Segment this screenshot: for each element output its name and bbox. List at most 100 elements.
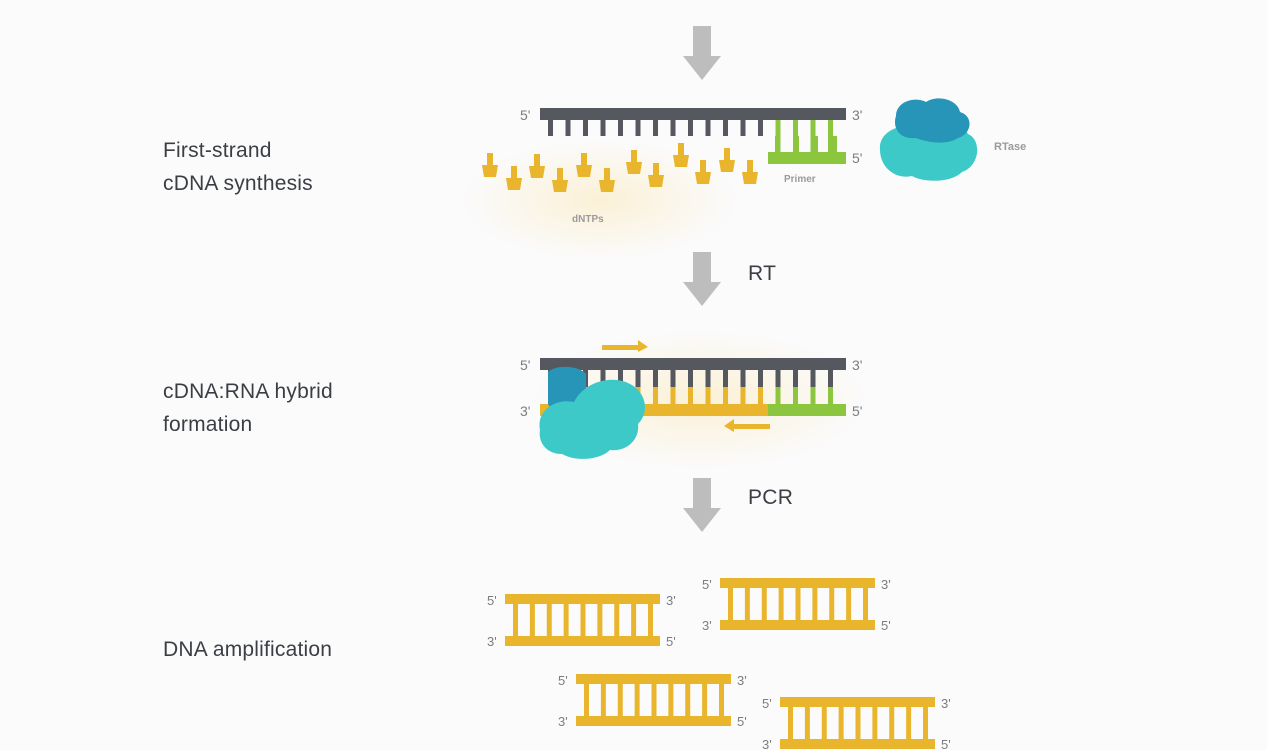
dntp: [719, 148, 735, 172]
base-tooth: [758, 120, 763, 136]
dntp: [695, 160, 711, 184]
rna-tooth: [775, 370, 781, 387]
dna-ladder: 5' 3' 3' 5': [762, 696, 951, 750]
cdna-tooth: [653, 387, 658, 404]
cdna-tooth: [775, 387, 781, 404]
forward-primer-arrow: [602, 340, 648, 352]
rna-tooth: [740, 370, 746, 387]
strand-end-label: 5': [487, 593, 497, 608]
base-tooth: [548, 120, 553, 136]
dntps-label: dNTPs: [572, 214, 604, 225]
dntp: [648, 163, 664, 187]
strand-end-label: 5': [762, 696, 772, 711]
base-tooth: [618, 120, 623, 136]
base-tooth: [670, 120, 676, 136]
step-label-line: DNA amplification: [163, 638, 333, 661]
rt-arrow: [683, 252, 721, 306]
strand-end-label: 3': [762, 737, 772, 750]
base-tooth: [828, 120, 833, 152]
dna-amplicons: 5'3'3'5'5'3'3'5'5'3'3'5'5'3'3'5': [487, 577, 951, 750]
strand-end-label: 3': [558, 714, 568, 729]
dntp: [506, 166, 522, 190]
strand-end-label: 3': [666, 593, 676, 608]
rna-tooth: [670, 370, 676, 387]
dntp: [529, 154, 545, 178]
hybrid-rna-strand: [540, 358, 846, 370]
rna-tooth: [723, 370, 728, 387]
cdna-tooth: [723, 387, 728, 404]
cdna-tooth: [758, 387, 763, 404]
dntp: [742, 160, 758, 184]
base-tooth: [688, 120, 693, 136]
primer-tooth: [794, 136, 799, 152]
rtase-enzyme-bound: [539, 366, 645, 459]
step-label-first-strand: First-strand cDNA synthesis: [163, 134, 443, 200]
five-prime-label: 5': [852, 150, 862, 166]
dna-ladder: 5'3'3'5': [487, 593, 676, 649]
rna-tooth: [793, 370, 798, 387]
reverse-primer-arrow: [724, 419, 770, 432]
base-tooth: [600, 120, 606, 136]
dna-ladder: 5' 3' 3' 5': [558, 673, 747, 729]
rna-tooth: [828, 370, 833, 387]
strand-end-label: 3': [487, 634, 497, 649]
strand-end-label: 5': [941, 737, 951, 750]
dntp: [626, 150, 642, 174]
cdna-tooth: [740, 387, 746, 404]
hybrid-primer-segment: [768, 404, 846, 416]
dna-ladder: 5'3'3'5': [702, 577, 891, 633]
primer-tooth: [813, 136, 818, 152]
base-tooth: [565, 120, 571, 136]
dntp: [482, 153, 498, 177]
rna-tooth: [758, 370, 763, 387]
step-label-line: First-strand: [163, 139, 272, 162]
strand-end-label: 5': [737, 714, 747, 729]
rt-arrow-label: RT: [748, 262, 777, 285]
rna-tooth: [635, 370, 641, 387]
primer-tooth: [775, 136, 780, 152]
pcr-arrow-label: PCR: [748, 486, 794, 509]
rna-tooth: [618, 370, 623, 387]
cdna-tooth: [810, 387, 816, 404]
rtase-label: RTase: [994, 141, 1026, 153]
pcr-arrow: [683, 478, 721, 532]
three-prime-label: 3': [852, 107, 862, 123]
dntp: [599, 168, 615, 192]
strand-end-label: 5': [881, 618, 891, 633]
rna-tooth: [705, 370, 711, 387]
strand-end-label: 3': [941, 696, 951, 711]
rna-tooth: [653, 370, 658, 387]
strand-end-label: 3': [737, 673, 747, 688]
dntp-cluster: [482, 143, 758, 192]
base-tooth: [653, 120, 658, 136]
step-label-line: cDNA:RNA hybrid: [163, 380, 333, 403]
step-label-hybrid: cDNA:RNA hybrid formation: [163, 375, 443, 441]
base-tooth: [583, 120, 588, 136]
base-tooth: [723, 120, 728, 136]
cdna-tooth: [828, 387, 833, 404]
strand-end-label: 5': [702, 577, 712, 592]
rna-tooth: [810, 370, 816, 387]
primer-label: Primer: [784, 174, 816, 185]
cdna-tooth: [688, 387, 693, 404]
three-prime-label: 3': [852, 357, 862, 373]
base-tooth: [705, 120, 711, 136]
rna-tooth: [688, 370, 693, 387]
step-label-amplification: DNA amplification: [163, 633, 443, 666]
five-prime-label: 5': [520, 357, 530, 373]
three-prime-label: 3': [520, 403, 530, 419]
strand-end-label: 3': [881, 577, 891, 592]
primer-segment: [768, 136, 846, 164]
base-tooth: [740, 120, 746, 136]
step-label-line: formation: [163, 413, 253, 436]
dntp: [552, 168, 568, 192]
dntp: [673, 143, 689, 167]
rtase-enzyme: [879, 98, 978, 181]
top-arrow: [683, 26, 721, 80]
cdna-tooth: [793, 387, 798, 404]
cdna-tooth: [670, 387, 676, 404]
base-tooth: [635, 120, 641, 136]
strand-end-label: 5': [558, 673, 568, 688]
dntp-glow: [460, 140, 740, 260]
